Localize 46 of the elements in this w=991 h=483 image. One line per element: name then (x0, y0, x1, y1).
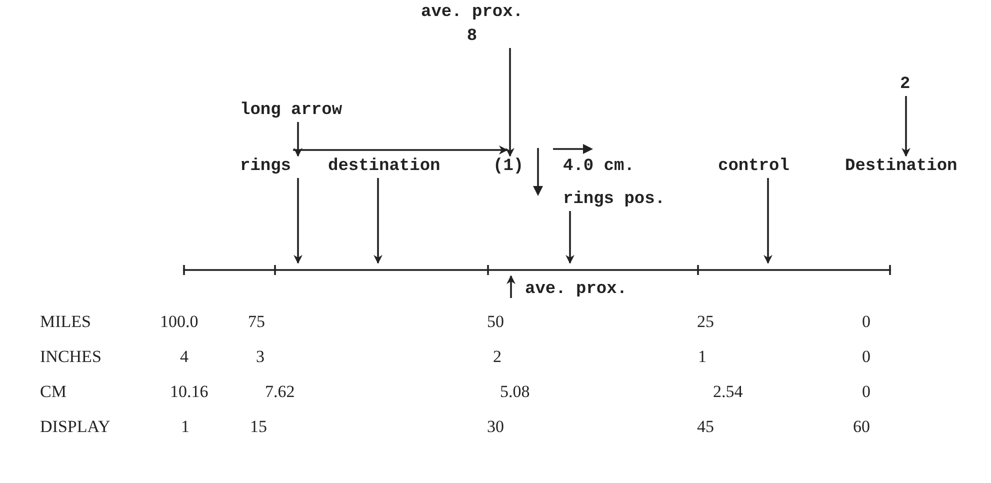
scale-value: 30 (487, 417, 504, 437)
scale-value: 10.16 (170, 382, 208, 402)
callout-number: 8 (466, 27, 478, 47)
annotation-label: ave. prox. (525, 280, 628, 300)
annotation-label: ave. prox. (421, 3, 524, 23)
scale-value: 4 (180, 347, 188, 367)
scale-value: 0 (862, 312, 870, 332)
scale-value: 2 (493, 347, 502, 367)
arrow (902, 96, 910, 157)
measurement-label: 4.0 cm. (563, 157, 634, 177)
scale-value: 100.0 (160, 312, 198, 332)
scale-value: 2.54 (713, 382, 743, 402)
scale-value: 50 (487, 312, 504, 332)
scale-value: 45 (697, 417, 714, 437)
scale-value: 3 (256, 347, 264, 367)
scale-value: 0 (862, 382, 870, 402)
callout-number: 2 (900, 75, 910, 95)
arrow (374, 178, 382, 264)
scale-value: 0 (862, 347, 870, 367)
row-heading: DISPLAY (40, 417, 110, 437)
annotation-label: destination (328, 157, 440, 177)
scale-value: 1 (181, 417, 190, 437)
annotation-label: Destination (845, 157, 958, 177)
row-heading: MILES (40, 312, 91, 332)
arrow (566, 211, 574, 264)
arrow (294, 122, 302, 157)
callout-number: (1) (493, 157, 524, 177)
scale-value: 7.62 (265, 382, 295, 402)
arrow (764, 178, 772, 264)
scale-value: 15 (250, 417, 267, 437)
scale-value: 5.08 (500, 382, 530, 402)
arrow (506, 48, 514, 157)
row-heading: INCHES (40, 347, 102, 367)
scale-value: 75 (248, 312, 265, 332)
scale-value: 25 (697, 312, 714, 332)
scale-value: 60 (853, 417, 870, 437)
scale-value: 1 (698, 347, 706, 367)
scale-bar (183, 264, 891, 276)
arrow (293, 146, 508, 154)
arrow (294, 178, 302, 264)
annotation-label: rings pos. (563, 190, 666, 210)
arrow (506, 275, 516, 298)
annotation-label: rings (240, 157, 292, 177)
row-heading: CM (40, 382, 66, 402)
annotation-label: control (718, 157, 790, 177)
annotation-label: long arrow (240, 101, 342, 121)
